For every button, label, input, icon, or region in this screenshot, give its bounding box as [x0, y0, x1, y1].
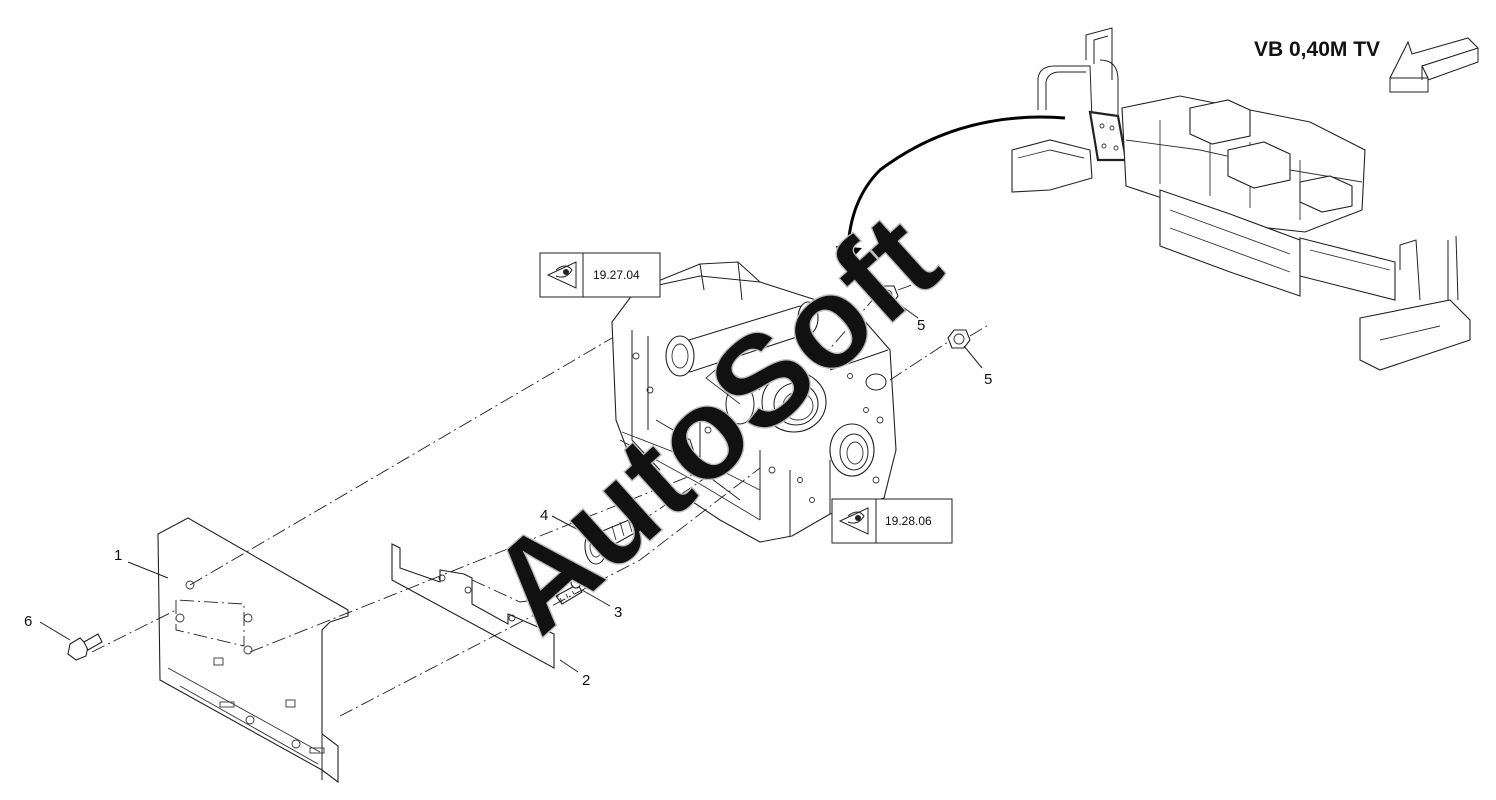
callout-4: 4 — [540, 507, 548, 524]
bolt-part-6 — [67, 633, 103, 661]
cover-plate-drawing — [157, 517, 349, 784]
housing-assembly-drawing — [611, 261, 897, 543]
callout-6: 6 — [24, 613, 32, 630]
eye-icon — [546, 261, 577, 289]
gasket-plate-drawing — [391, 543, 555, 669]
reference-label: 19.28.06 — [885, 514, 932, 528]
view-title: VB 0,40M TV — [1254, 38, 1380, 61]
leader-lines — [39, 301, 983, 673]
callout-1: 1 — [114, 547, 122, 564]
callout-3: 3 — [614, 604, 622, 621]
nut-part-5-upper — [875, 285, 899, 305]
reference-box-19-28-06[interactable]: 19.28.06 — [831, 498, 953, 544]
view-direction-arrow — [1389, 37, 1480, 93]
assembly-centerlines — [91, 281, 991, 717]
callout-2: 2 — [582, 672, 590, 689]
eye-icon — [838, 507, 869, 535]
reference-box-19-27-04[interactable]: 19.27.04 — [539, 252, 661, 298]
bolt-part-4 — [584, 517, 641, 565]
screed-overview-drawing — [1011, 27, 1471, 371]
nut-part-5-lower — [947, 329, 971, 349]
detail-pointer-arrow — [836, 115, 1066, 268]
callout-5-lower: 5 — [984, 371, 992, 388]
callout-5-upper: 5 — [917, 317, 925, 334]
reference-label: 19.27.04 — [593, 268, 640, 282]
